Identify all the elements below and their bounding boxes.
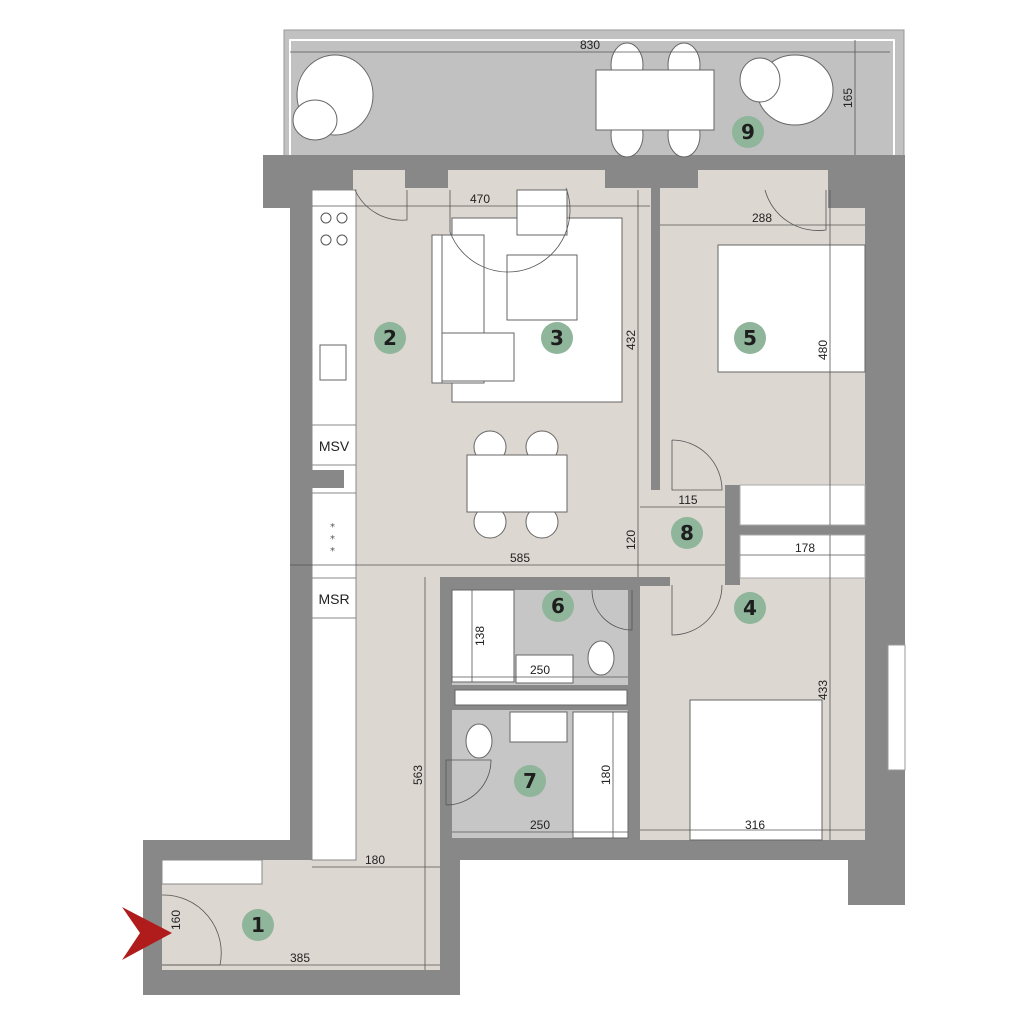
svg-text:*: * bbox=[330, 522, 335, 533]
stove-icon bbox=[320, 212, 348, 246]
svg-text:6: 6 bbox=[551, 594, 565, 618]
toilet bbox=[465, 723, 493, 759]
dim-label: 585 bbox=[510, 551, 530, 565]
svg-text:4: 4 bbox=[743, 596, 757, 620]
room-badge-7: 7 bbox=[514, 765, 546, 797]
bed bbox=[689, 699, 823, 841]
room-badge-9: 9 bbox=[732, 116, 764, 148]
svg-text:1: 1 bbox=[251, 913, 265, 937]
dim-label: 830 bbox=[580, 38, 600, 52]
dim-label: 288 bbox=[752, 211, 772, 225]
svg-text:7: 7 bbox=[523, 769, 537, 793]
msr-cabinet bbox=[311, 577, 357, 619]
dim-label: 138 bbox=[473, 626, 487, 646]
svg-text:9: 9 bbox=[741, 120, 755, 144]
shower bbox=[572, 711, 629, 839]
dim-label: 165 bbox=[841, 88, 855, 108]
room-badge-3: 3 bbox=[541, 322, 573, 354]
dim-label: 180 bbox=[599, 765, 613, 785]
interior-wall bbox=[651, 188, 660, 490]
coffee-table bbox=[506, 254, 578, 321]
dim-label: 178 bbox=[795, 541, 815, 555]
armchair bbox=[516, 189, 568, 236]
svg-text:5: 5 bbox=[743, 326, 757, 350]
room-badges: 1 2 3 4 5 6 7 8 9 bbox=[242, 116, 766, 941]
msr-label: MSR bbox=[318, 591, 349, 607]
dimension-lines bbox=[162, 40, 890, 970]
room-badge-6: 6 bbox=[542, 590, 574, 622]
dim-label: 180 bbox=[365, 853, 385, 867]
dim-label: 115 bbox=[678, 493, 697, 507]
room-badge-2: 2 bbox=[374, 322, 406, 354]
entrance-closet bbox=[161, 859, 263, 885]
door-swings bbox=[161, 187, 827, 966]
dim-label: 480 bbox=[816, 340, 830, 360]
plant-icon bbox=[292, 54, 834, 141]
svg-text:2: 2 bbox=[383, 326, 397, 350]
svg-text:3: 3 bbox=[550, 326, 564, 350]
balcony-table bbox=[595, 69, 715, 131]
sink bbox=[509, 711, 568, 743]
svg-text:8: 8 bbox=[680, 521, 694, 545]
dim-label: 432 bbox=[624, 330, 638, 350]
sink bbox=[515, 654, 574, 684]
kitchen-sink bbox=[319, 344, 347, 381]
dim-label: 160 bbox=[169, 910, 183, 930]
room-badge-1: 1 bbox=[242, 909, 274, 941]
svg-text:*: * bbox=[330, 546, 335, 557]
dim-label: 316 bbox=[745, 818, 765, 832]
dimension-labels: 830 165 470 288 432 480 115 120 585 178 … bbox=[169, 38, 855, 965]
msv-label: MSV bbox=[319, 438, 350, 454]
dim-label: 250 bbox=[530, 663, 550, 677]
svg-text:*: * bbox=[330, 534, 335, 545]
dim-label: 120 bbox=[624, 530, 638, 550]
bed bbox=[717, 244, 866, 373]
entry-arrow-icon bbox=[122, 907, 172, 960]
room-badge-5: 5 bbox=[734, 322, 766, 354]
dim-label: 385 bbox=[290, 951, 310, 965]
dim-label: 470 bbox=[470, 192, 490, 206]
window bbox=[887, 644, 906, 771]
room-badge-4: 4 bbox=[734, 592, 766, 624]
wardrobe bbox=[739, 534, 866, 579]
dim-label: 563 bbox=[411, 765, 425, 785]
fridge bbox=[311, 492, 357, 579]
bathtub bbox=[451, 589, 515, 683]
wardrobe bbox=[739, 484, 866, 526]
dim-label: 433 bbox=[816, 680, 830, 700]
room-badge-8: 8 bbox=[671, 517, 703, 549]
fridge-markers: * * * bbox=[330, 522, 335, 557]
msv-cabinet bbox=[311, 424, 357, 466]
toilet bbox=[587, 640, 615, 676]
dim-label: 250 bbox=[530, 818, 550, 832]
